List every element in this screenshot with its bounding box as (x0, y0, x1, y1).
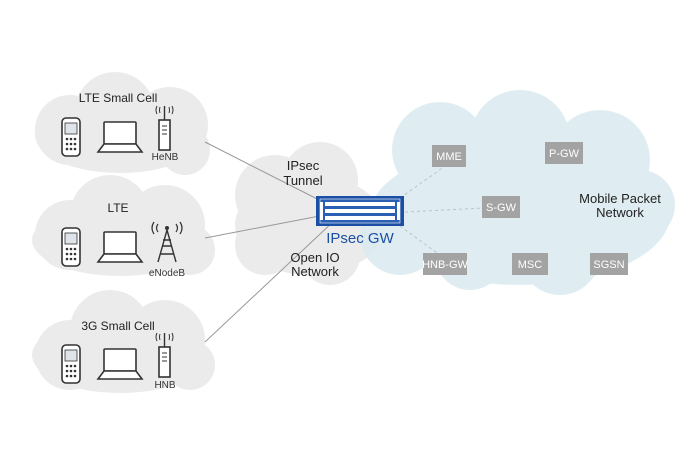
cell-tower-icon (151, 221, 183, 263)
pgw-label: P-GW (549, 148, 580, 160)
laptop-icon (96, 231, 144, 263)
open-io-cloud (235, 142, 385, 285)
ipsec-gw-device-icon (316, 196, 404, 226)
hnb-label: HNB (154, 380, 175, 391)
hnbgw-label: HNB-GW (422, 259, 468, 271)
phone-icon (61, 227, 81, 267)
laptop-icon (96, 348, 144, 380)
sgw-label: S-GW (486, 202, 517, 214)
lte-small-cell-title: LTE Small Cell (79, 91, 157, 105)
phone-icon (61, 117, 81, 157)
ipsec-gw-label: IPsec GW (326, 230, 394, 247)
tunnel-label: Tunnel (283, 173, 322, 188)
msc-node: MSC (512, 253, 548, 275)
phone-icon (61, 344, 81, 384)
network-label: Network (291, 264, 339, 279)
ipsec-label: IPsec (287, 158, 320, 173)
sgw-node: S-GW (482, 196, 520, 218)
mme-label: MME (436, 151, 462, 163)
hnbgw-node: HNB-GW (422, 253, 469, 275)
sgsn-label: SGSN (593, 259, 624, 271)
core-dashed-links (399, 163, 485, 256)
hnb-icon (155, 332, 174, 378)
enodeb-label: eNodeB (149, 268, 185, 279)
connector-lines (204, 141, 336, 343)
henb-icon (155, 105, 174, 151)
mobile-packet-title: Mobile Packet (579, 191, 661, 206)
open-io-label: Open IO (290, 250, 339, 265)
mme-node: MME (432, 145, 466, 167)
3g-small-cell-title: 3G Small Cell (81, 319, 154, 333)
henb-label: HeNB (152, 152, 179, 163)
msc-label: MSC (518, 259, 543, 271)
lte-title: LTE (107, 201, 128, 215)
laptop-icon (96, 121, 144, 153)
mobile-packet-subtitle: Network (596, 205, 644, 220)
sgsn-node: SGSN (590, 253, 628, 275)
pgw-node: P-GW (545, 142, 583, 164)
